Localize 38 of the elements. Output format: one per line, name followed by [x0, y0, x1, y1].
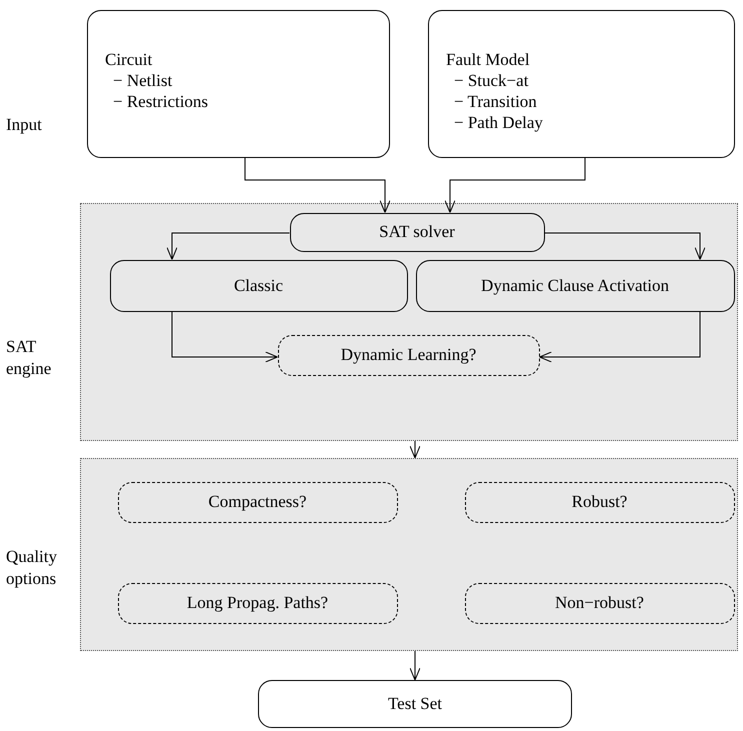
box-label: Long Propag. Paths? [186, 593, 328, 613]
optional-box [464, 582, 734, 624]
list-item: − Stuck−at [453, 70, 530, 91]
arrow [166, 232, 290, 260]
optional-box [118, 482, 398, 522]
box-label: Robust? [572, 492, 628, 512]
box-heading: Fault Model [446, 49, 531, 70]
process-box [258, 680, 572, 728]
optional-box [118, 582, 398, 624]
list-item: − Restrictions [112, 91, 210, 112]
box-label: SAT solver [379, 222, 455, 242]
optional-box [464, 482, 734, 522]
box-label: Dynamic Learning? [340, 345, 476, 365]
list-item: − Transition [453, 91, 538, 112]
stage-label: SAT engine [6, 336, 52, 380]
stage-label: Quality options [6, 546, 58, 590]
arrow [172, 311, 278, 362]
process-box [290, 212, 544, 252]
box-label: Classic [234, 276, 284, 296]
input-box [428, 10, 735, 158]
process-box [416, 260, 734, 312]
process-box [110, 260, 408, 312]
arrow [544, 232, 706, 260]
optional-box [278, 334, 540, 376]
box-label: Test Set [388, 694, 442, 714]
box-label: Dynamic Clause Activation [481, 276, 669, 296]
arrow [244, 158, 390, 213]
list-item: − Netlist [112, 70, 174, 91]
list-item: − Path Delay [453, 112, 544, 133]
input-box [87, 10, 390, 158]
box-label: Compactness? [208, 492, 307, 512]
arrow [444, 158, 586, 213]
row-label: Input [6, 115, 42, 135]
box-heading: Circuit [105, 49, 154, 70]
arrow [410, 440, 420, 458]
box-label: Non−robust? [555, 593, 644, 613]
arrow [539, 311, 700, 362]
arrow [410, 650, 420, 680]
